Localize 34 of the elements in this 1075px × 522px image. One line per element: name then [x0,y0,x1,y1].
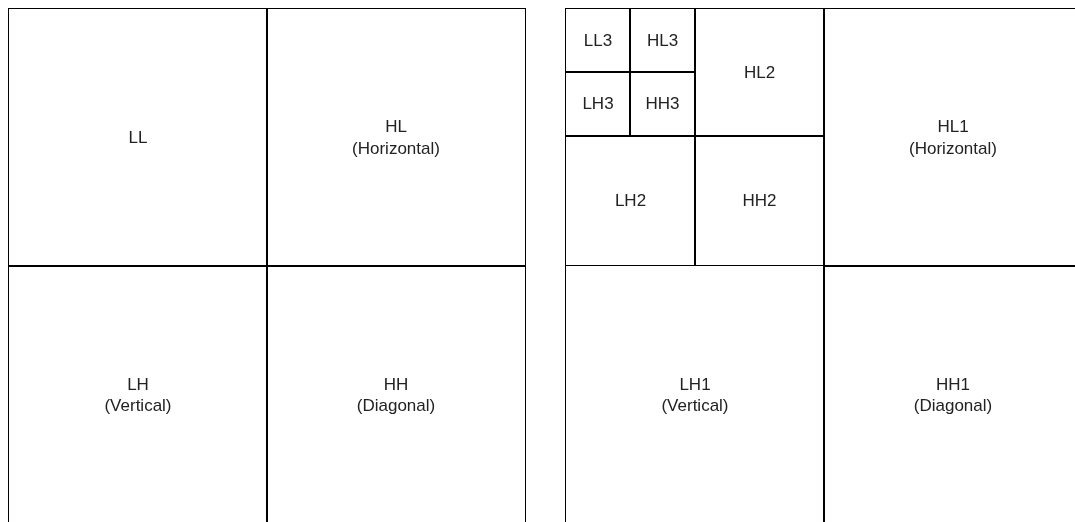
subband-label: LH2 [614,189,647,212]
orientation-label: (Horizontal) [909,137,997,159]
subband-box [823,265,1075,522]
subband-label: HH3 [645,93,680,115]
subband-box [629,71,696,137]
subband-label: HH [383,373,409,395]
subband-box [694,135,825,266]
subband-label: LH [127,373,149,395]
subband-box [823,8,1075,267]
subband-box [8,265,268,522]
subband-label: LH1 [679,373,711,395]
orientation-label: (Vertical) [661,394,729,416]
subband-box [266,265,526,522]
subband-box [565,265,825,522]
subband-label: LL3 [583,29,613,52]
subband-label: HL2 [743,61,776,84]
subband-box [565,135,696,266]
subband-box [565,8,631,73]
subband-label: HH1 [936,373,970,395]
orientation-label: (Vertical) [104,394,172,416]
subband-label: HL [385,116,407,138]
subband-label: LH3 [582,93,614,115]
subband-box [8,8,268,267]
subband-label: LL [128,126,148,149]
subband-box [694,8,825,137]
subband-label: HL3 [646,29,679,52]
subband-box [629,8,696,73]
subband-box [565,71,631,137]
subband-label: HH2 [742,189,777,212]
orientation-label: (Diagonal) [913,394,993,416]
subband-box [266,8,526,267]
orientation-label: (Horizontal) [352,137,440,159]
orientation-label: (Diagonal) [356,394,436,416]
subband-label: HL1 [937,116,969,138]
